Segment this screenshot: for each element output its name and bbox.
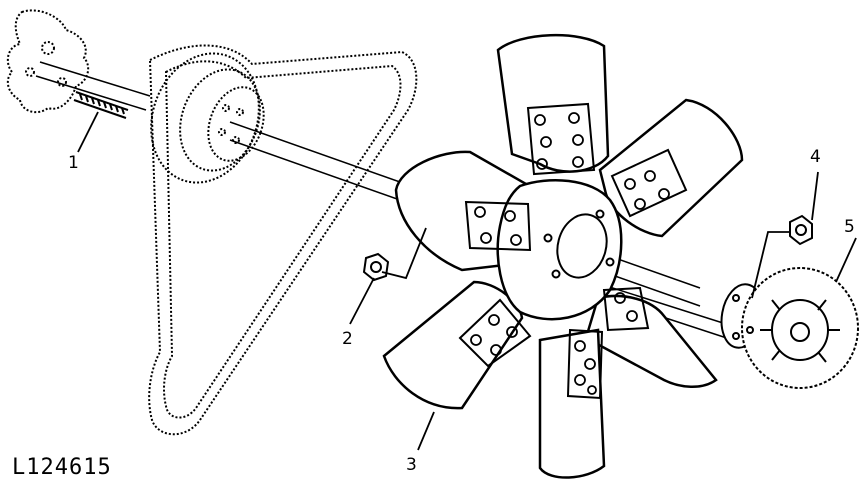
nut-left: [362, 252, 390, 282]
leader-lines: [77, 111, 857, 451]
fan: [382, 33, 744, 479]
leader-line-2: [349, 227, 427, 325]
callouts: 1 2 3 4 5: [68, 147, 855, 475]
callout-1: 1: [68, 153, 79, 173]
leader-line-5: [835, 237, 857, 283]
rivets: [470, 112, 670, 395]
callout-4: 4: [810, 147, 821, 167]
fan-blade: [538, 328, 606, 479]
fan-blade: [598, 98, 744, 238]
figure-id: L124615: [12, 455, 112, 480]
fan-blade: [382, 280, 524, 410]
drive-belt: [148, 44, 418, 436]
blade-rivet-plates: [458, 102, 688, 400]
leader-line-4: [751, 171, 819, 299]
stud: [73, 91, 129, 119]
hub-bore: [543, 209, 615, 279]
callout-5: 5: [844, 217, 855, 237]
callout-2: 2: [342, 329, 353, 349]
leader-line-3: [417, 411, 435, 451]
nut-right: [789, 214, 813, 246]
fan-drive-clutch: [720, 267, 859, 389]
water-pump-flange: [6, 9, 90, 114]
leader-line-1: [77, 111, 99, 153]
callout-3: 3: [406, 455, 417, 475]
fan-blade: [496, 33, 610, 173]
